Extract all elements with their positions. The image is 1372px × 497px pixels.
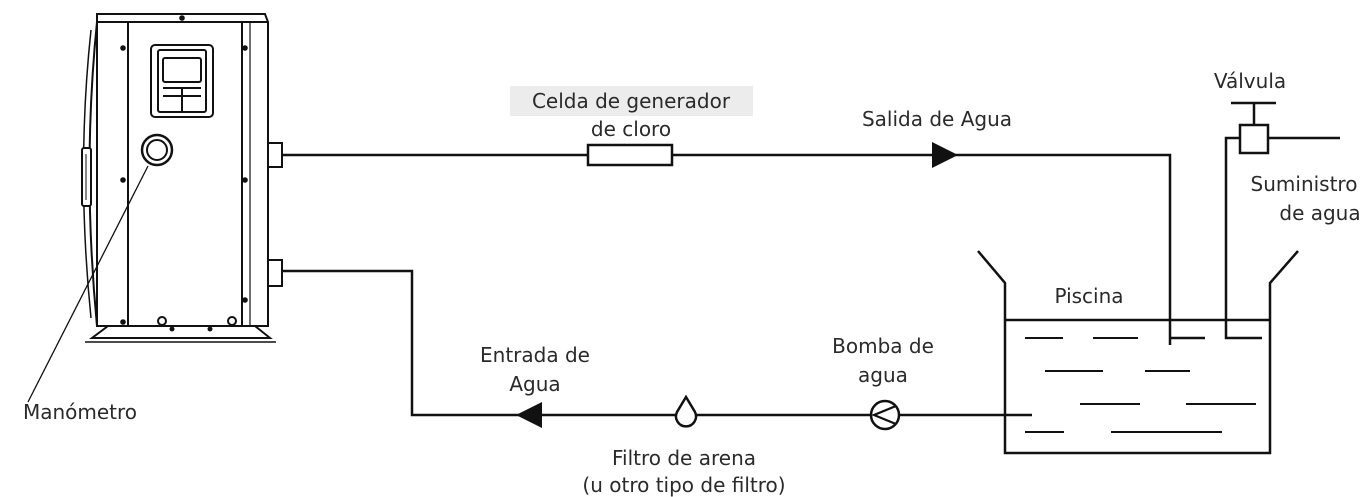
cell-label-line2: de cloro xyxy=(591,117,671,141)
pool-label: Piscina xyxy=(1054,284,1123,308)
chlorine-cell-icon xyxy=(586,143,674,167)
valve-icon xyxy=(1231,101,1276,155)
gauge-label: Manómetro xyxy=(23,400,137,424)
filter-label-line2: (u otro tipo de filtro) xyxy=(582,473,785,497)
inlet-label-line2: Agua xyxy=(509,372,560,396)
filter-label-line1: Filtro de arena xyxy=(612,446,756,470)
outlet-label: Salida de Agua xyxy=(862,107,1012,131)
filter-drop-icon xyxy=(674,394,698,428)
pump-icon xyxy=(869,399,901,431)
pool-water-lines xyxy=(1025,337,1256,433)
heat-pump-unit-icon xyxy=(81,13,283,343)
flow-arrow-icon xyxy=(516,402,542,428)
inlet-label-line1: Entrada de xyxy=(480,343,590,367)
cell-label-line1: Celda de generador xyxy=(532,89,731,113)
pool-icon xyxy=(977,250,1299,455)
valve-label: Válvula xyxy=(1214,69,1286,93)
supply-label-line2: de agua xyxy=(1279,201,1360,225)
label-highlight xyxy=(510,86,753,116)
gauge-leader-line xyxy=(27,165,149,403)
pipes xyxy=(282,136,1340,417)
supply-label-line1: Suministro xyxy=(1251,172,1358,196)
flow-arrow-icon xyxy=(932,142,958,168)
pump-label-line2: agua xyxy=(858,363,908,387)
pump-label-line1: Bomba de xyxy=(832,334,934,358)
